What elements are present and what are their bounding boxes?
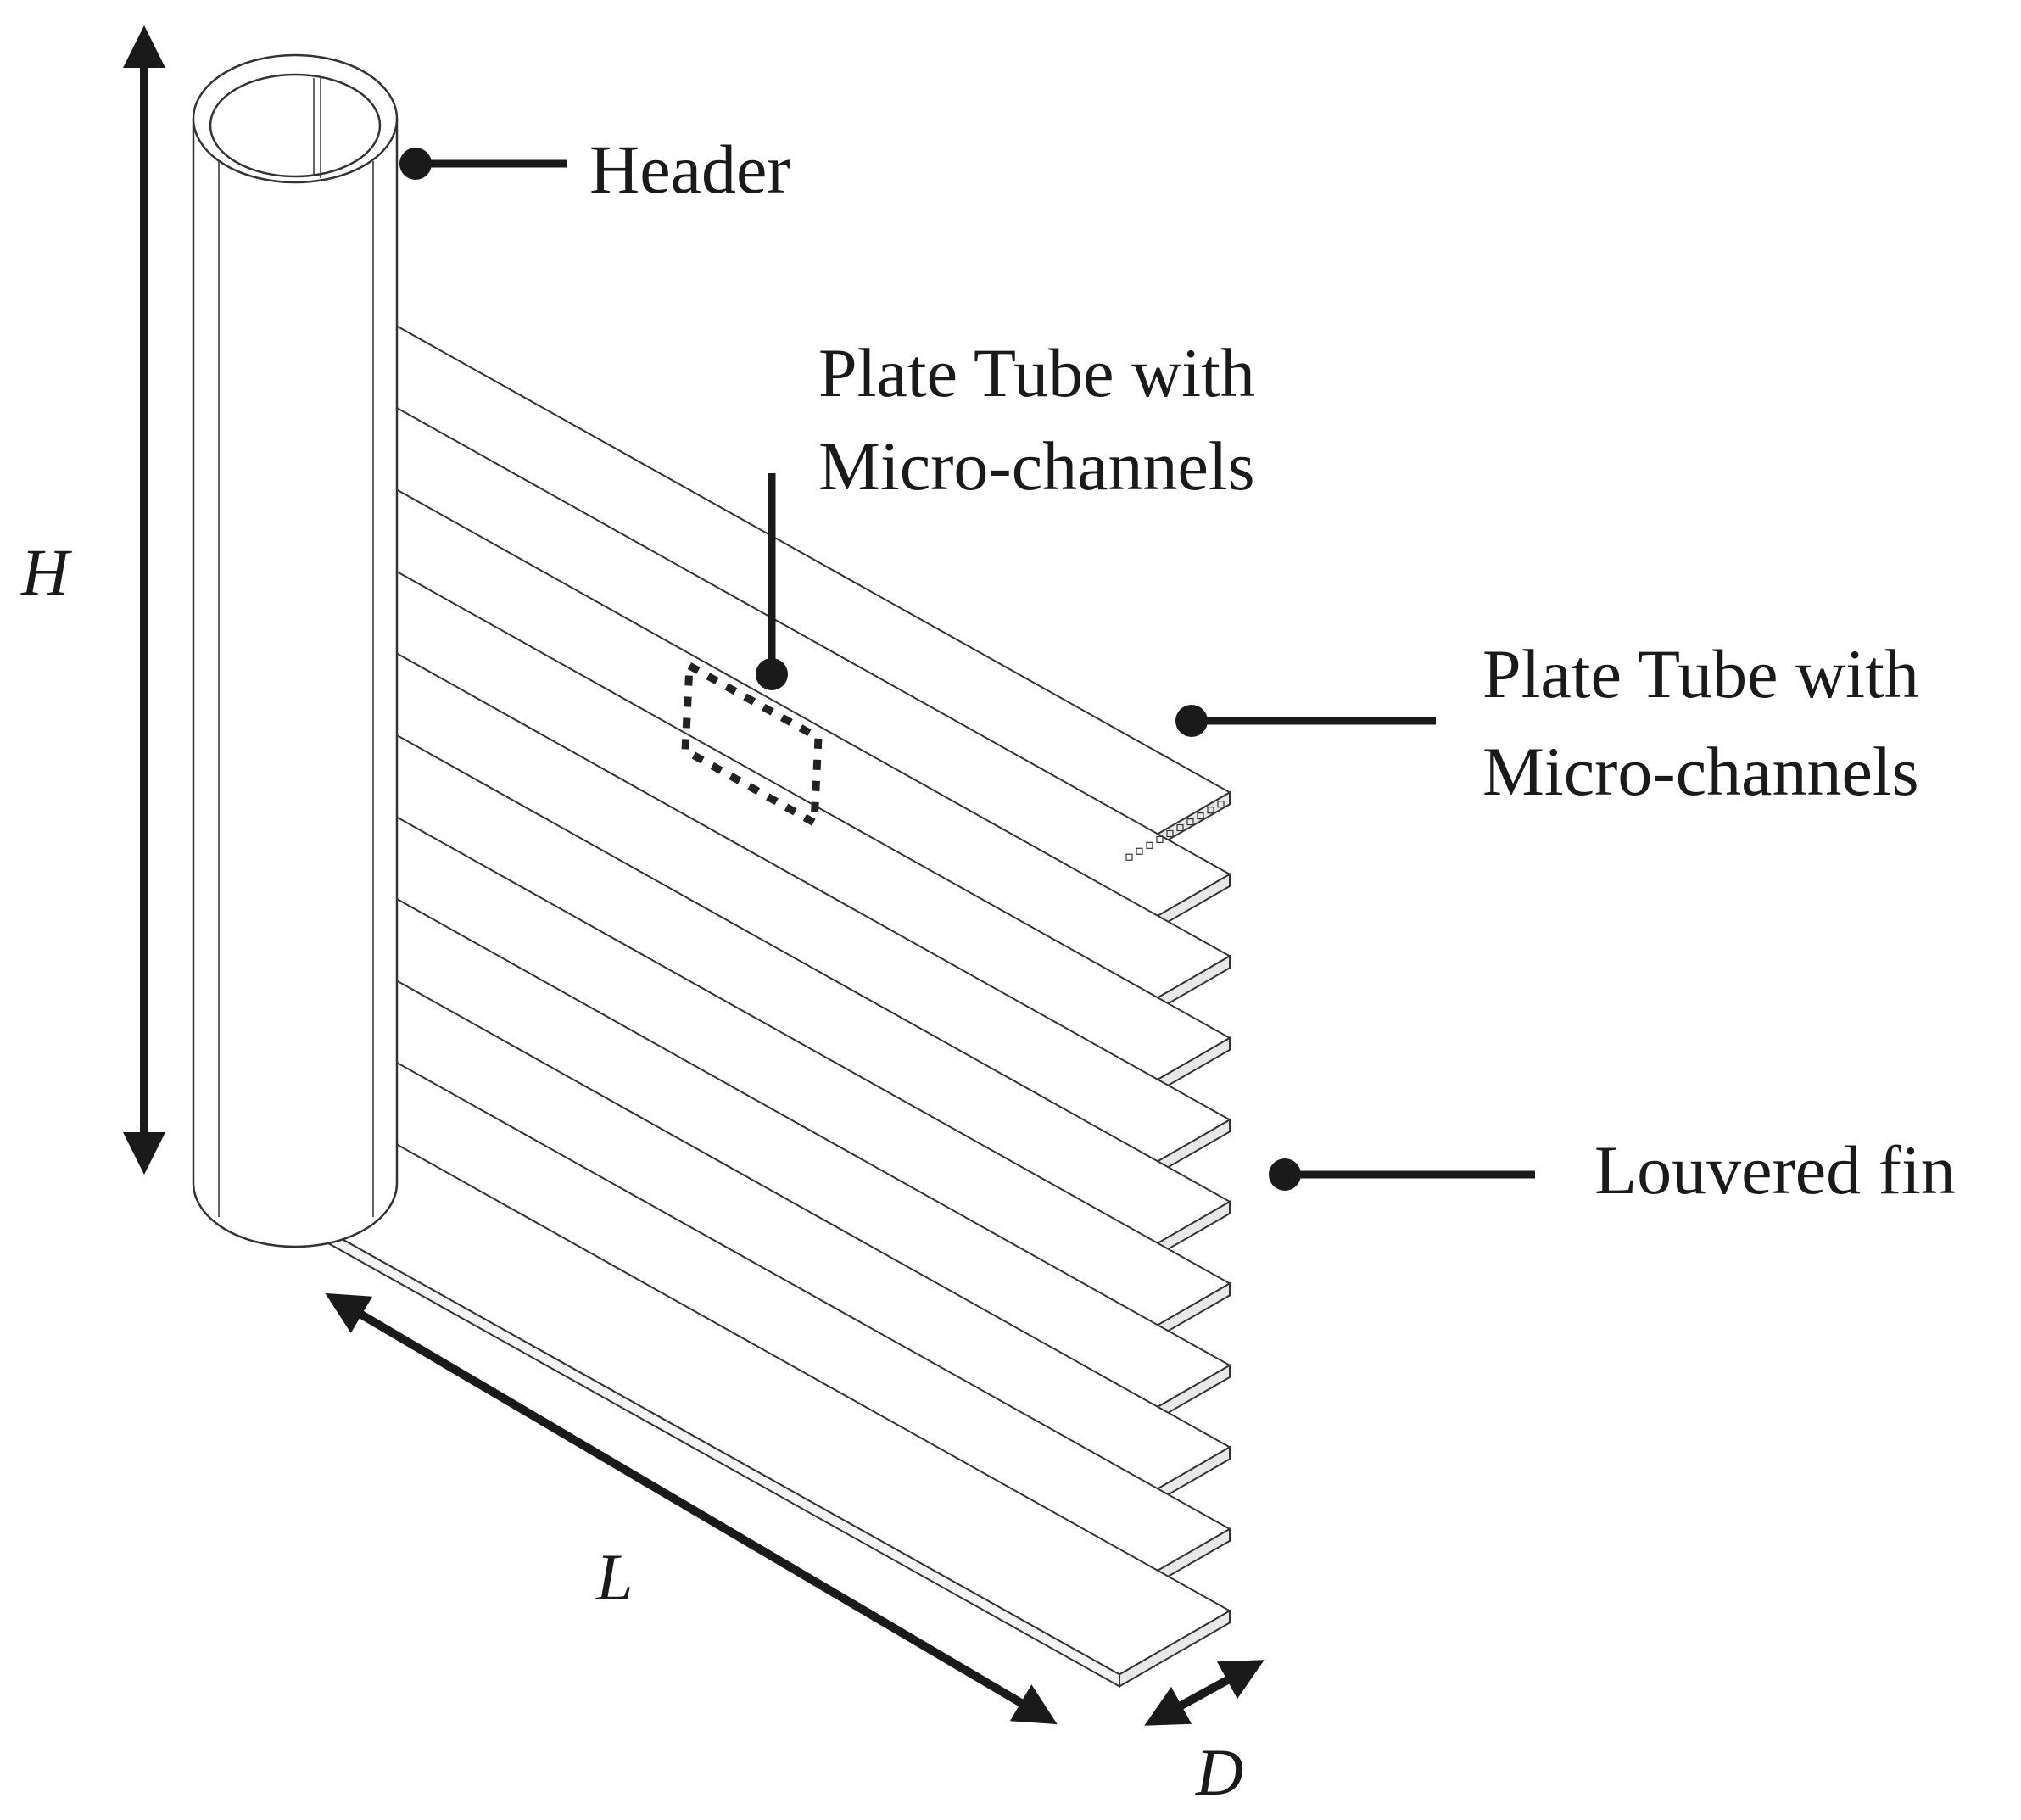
- header-pipe: [192, 53, 399, 1248]
- length-dimension-label: L: [596, 1540, 634, 1614]
- plate-tube-label-line1: Plate Tube with: [1482, 635, 1919, 712]
- height-dimension-label: H: [21, 535, 70, 609]
- microchannel-core: [277, 321, 1232, 1726]
- detail-label-line1: Plate Tube with: [818, 334, 1255, 411]
- detail-label-line2: Micro-channels: [818, 427, 1255, 505]
- dimension-arrows: [123, 25, 1265, 1726]
- length-arrow: [325, 1292, 1058, 1725]
- depth-arrow: [1144, 1660, 1265, 1726]
- louvered-fin-label: Louvered fin: [1594, 1131, 1956, 1209]
- leader-lines: [399, 148, 1535, 1191]
- detail-region-marker: [681, 659, 823, 829]
- plate-tube-label-line2: Micro-channels: [1482, 733, 1919, 810]
- depth-dimension-label: D: [1196, 1735, 1244, 1809]
- header-label: Header: [589, 131, 790, 208]
